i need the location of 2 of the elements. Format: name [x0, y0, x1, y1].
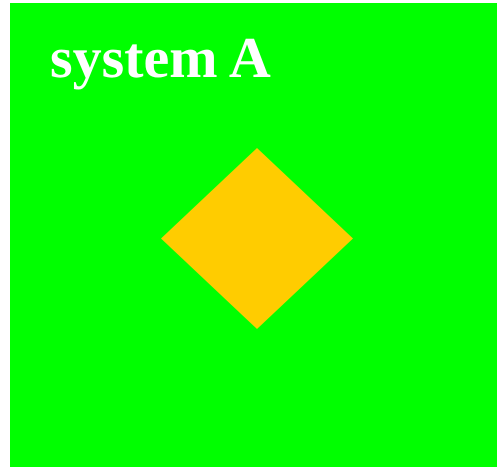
system-title: system A: [50, 29, 271, 87]
system-boundary: [10, 3, 497, 467]
